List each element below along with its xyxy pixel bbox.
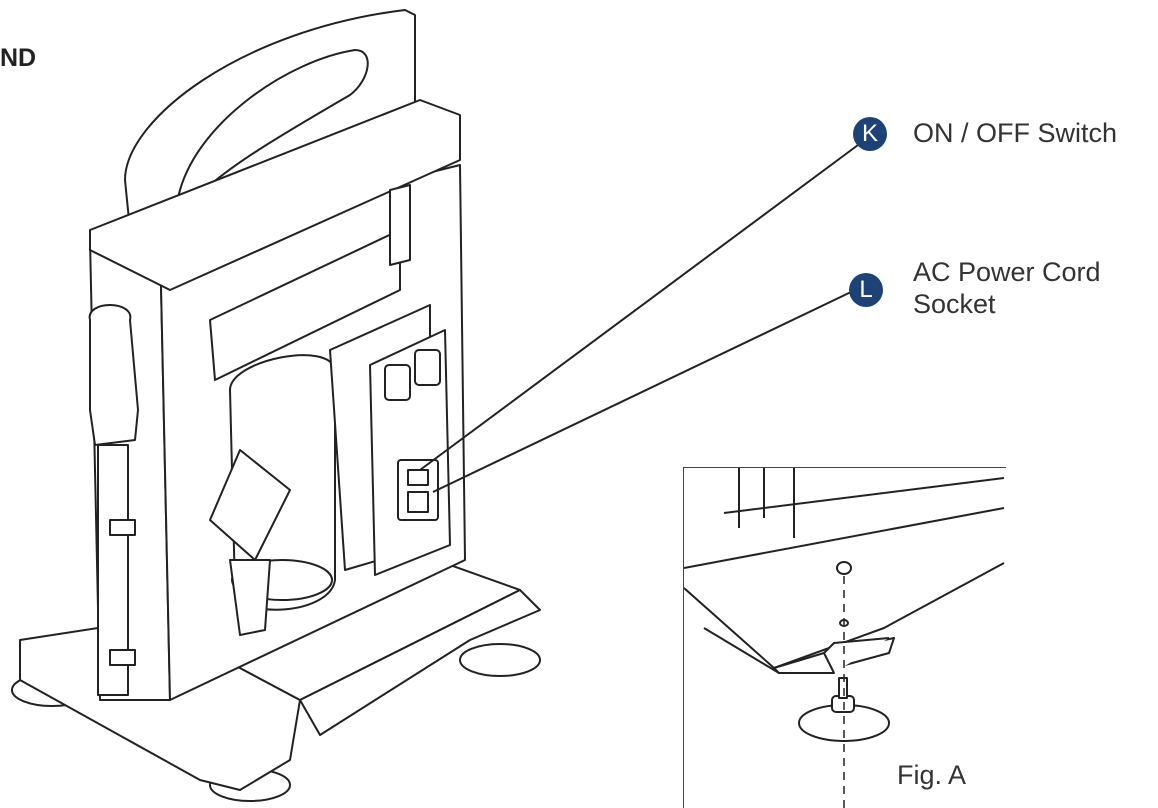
callout-label-k: ON / OFF Switch	[913, 118, 1118, 148]
callout-badge-l: L	[849, 273, 883, 307]
foot-back-right	[459, 643, 541, 677]
foot-detail-drawing	[684, 468, 1005, 808]
section-heading-fragment: ND	[0, 44, 37, 72]
callout-label-l-line1: AC Power Cord	[913, 257, 1101, 287]
leader-line-k	[419, 144, 859, 471]
figure-a-inset	[683, 467, 1006, 808]
callout-label-l-line2: Socket	[913, 289, 996, 320]
leader-line-l	[432, 291, 852, 493]
figure-a-label: Fig. A	[897, 760, 967, 790]
callout-badge-k: K	[853, 117, 887, 151]
callout-label-l: AC Power Cord Socket	[913, 256, 1101, 321]
lever-grip	[88, 304, 139, 446]
